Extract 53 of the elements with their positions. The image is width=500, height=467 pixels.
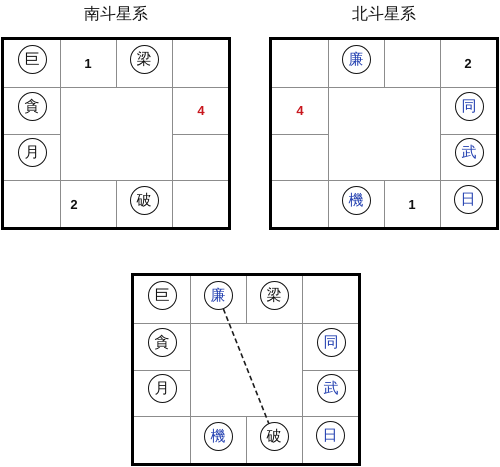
number-label: 1 <box>84 56 92 71</box>
circled-character: 廉 <box>204 280 232 310</box>
grid-cell <box>60 180 117 227</box>
grid-cell <box>384 40 441 88</box>
grid-cell <box>246 416 303 463</box>
dashed-line <box>222 308 270 424</box>
circled-character: 機 <box>342 186 370 216</box>
circled-character: 同 <box>454 92 484 121</box>
grid-cell <box>190 416 247 463</box>
grid-cell <box>134 276 191 324</box>
circled-character: 梁 <box>130 44 158 74</box>
circled-character: 日 <box>316 421 344 450</box>
grid-cell <box>134 322 191 370</box>
grid-cell <box>190 276 247 324</box>
number-label: 2 <box>464 56 472 71</box>
circled-character: 日 <box>454 185 482 214</box>
circled-character: 武 <box>316 374 346 404</box>
grid-cell <box>302 370 358 418</box>
grid-cell <box>172 40 228 88</box>
circled-character: 梁 <box>260 280 288 310</box>
grid-cell <box>328 180 385 227</box>
circled-character: 廉 <box>342 44 370 74</box>
circled-character: 機 <box>204 422 232 452</box>
number-label: 1 <box>408 197 416 212</box>
circled-character: 破 <box>130 186 158 216</box>
grid-cell <box>440 134 496 182</box>
grid-cell <box>172 134 228 182</box>
grid-cell <box>4 86 61 134</box>
grid-cell <box>134 416 191 463</box>
circled-character: 月 <box>18 138 46 168</box>
circled-character: 武 <box>454 138 484 168</box>
circled-character: 同 <box>316 328 346 357</box>
grid-title: 南斗星系 <box>84 4 148 25</box>
grid-cell <box>384 180 441 227</box>
number-label: 4 <box>197 102 205 118</box>
grid-cell <box>4 40 61 88</box>
circled-character: 巨 <box>18 44 46 74</box>
circled-character: 月 <box>148 374 176 404</box>
grid-cell <box>60 40 117 88</box>
grid-title: 北斗星系 <box>352 4 416 25</box>
circled-character: 貪 <box>148 328 176 357</box>
grid-cell <box>4 180 61 227</box>
circled-character: 巨 <box>148 280 176 310</box>
grid-cell <box>272 40 329 88</box>
grid-cell <box>302 322 358 370</box>
circled-character: 貪 <box>18 92 46 121</box>
grid-cell <box>272 134 329 182</box>
grid-cell <box>302 276 358 324</box>
number-label: 2 <box>70 197 78 212</box>
grid-frame <box>131 273 361 466</box>
grid-cell <box>440 86 496 134</box>
number-label: 4 <box>296 102 304 118</box>
circled-character: 破 <box>260 422 288 452</box>
